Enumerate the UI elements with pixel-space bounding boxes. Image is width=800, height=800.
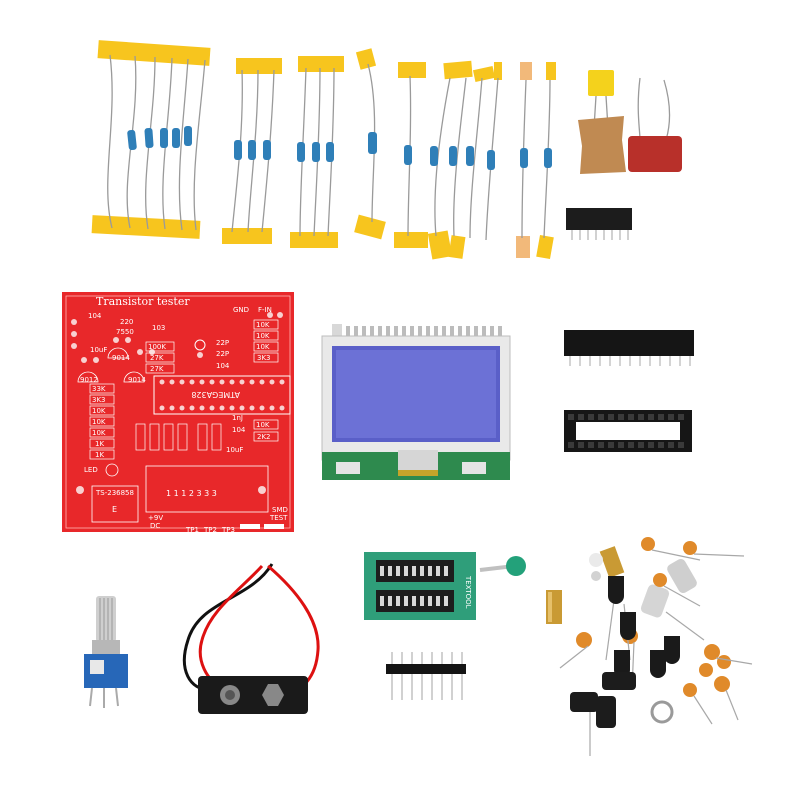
lcd-pins: 1 1 1 2 3 3 3: [166, 489, 217, 498]
resistor-strips: [91, 40, 556, 260]
label-r3: 10K: [92, 407, 106, 415]
label-c11: 10uF: [226, 446, 243, 454]
label-r13: 27K: [150, 354, 164, 362]
label-r16: 2K2: [257, 433, 271, 441]
smd-label: SMD: [272, 506, 288, 514]
label-r14: 27K: [150, 365, 164, 373]
film-capacitor-large: [628, 77, 682, 172]
rotary-encoder: [84, 596, 128, 708]
label-q3: 9014: [128, 376, 146, 384]
label-c4: 7550: [116, 328, 134, 336]
label-c8: 104: [216, 362, 230, 370]
label-r5: 10K: [92, 429, 106, 437]
resistor-group: [516, 62, 556, 260]
pcb-title: Transistor tester: [96, 295, 190, 308]
dip-chip: [564, 330, 694, 366]
tp2-label: TP2: [203, 526, 217, 534]
pin-header: [386, 652, 466, 700]
label-r4: 10K: [92, 418, 106, 426]
resistor-group: [354, 48, 386, 240]
label-c7: 22P: [216, 350, 229, 358]
label-q2: 9012: [80, 376, 98, 384]
pcb-board: Transistor tester GND F-IN ATMEGA328 33K…: [62, 292, 294, 534]
label-r1: 33K: [92, 385, 106, 393]
ic-silkscreen: ATMEGA328: [191, 390, 240, 399]
tp3-label: TP3: [221, 526, 235, 534]
label-r12: 100K: [148, 343, 166, 351]
resistor-silkscreen-left: 33K 3K3 10K 10K 10K 1K 1K: [89, 383, 115, 460]
e-label: E: [112, 505, 117, 514]
fin-label: F-IN: [258, 306, 272, 314]
brass-standoff: [546, 590, 562, 624]
test-label: TEST: [269, 514, 288, 522]
label-r15: 10K: [256, 421, 270, 429]
label-r11: 3K3: [257, 354, 271, 362]
resistor-group: [91, 40, 211, 239]
label-r10: 10K: [256, 343, 270, 351]
label-c5: 103: [152, 324, 165, 332]
resistor-group: [290, 56, 344, 248]
dc-label: DC: [150, 522, 160, 530]
zif-socket: TEXTOOL: [364, 552, 526, 620]
foam-pad: [578, 116, 626, 174]
resistor-group: [427, 60, 502, 260]
resistor-silkscreen-right: 10K 10K 10K 3K3 100K 27K 27K 10K 2K2: [145, 319, 279, 442]
gnd-label: GND: [233, 306, 249, 314]
label-q1: 9014: [112, 354, 130, 362]
resistor-group: [222, 58, 282, 244]
label-r6: 1K: [95, 440, 104, 448]
label-c2: 10uF: [90, 346, 107, 354]
led-label: LED: [84, 466, 98, 474]
power-label: +9V: [148, 514, 163, 522]
label-c10: 104: [232, 426, 246, 434]
label-r7: 1K: [95, 451, 104, 459]
small-components: [559, 537, 753, 756]
socket-label: TS-236858: [95, 489, 134, 497]
label-c9: 1nJ: [232, 414, 243, 422]
label-r8: 10K: [256, 321, 270, 329]
battery-clip: [182, 563, 320, 714]
label-c6: 22P: [216, 339, 229, 347]
tp1-label: TP1: [185, 526, 199, 534]
label-r2: 3K3: [92, 396, 106, 404]
zif-label: TEXTOOL: [464, 575, 472, 609]
ic-socket: [564, 410, 692, 452]
label-r9: 10K: [256, 332, 270, 340]
smd-chip: [566, 208, 632, 240]
resistor-group: [394, 62, 428, 248]
label-c3: 220: [120, 318, 133, 326]
lcd-module: [321, 324, 511, 480]
label-c1: 104: [88, 312, 102, 320]
